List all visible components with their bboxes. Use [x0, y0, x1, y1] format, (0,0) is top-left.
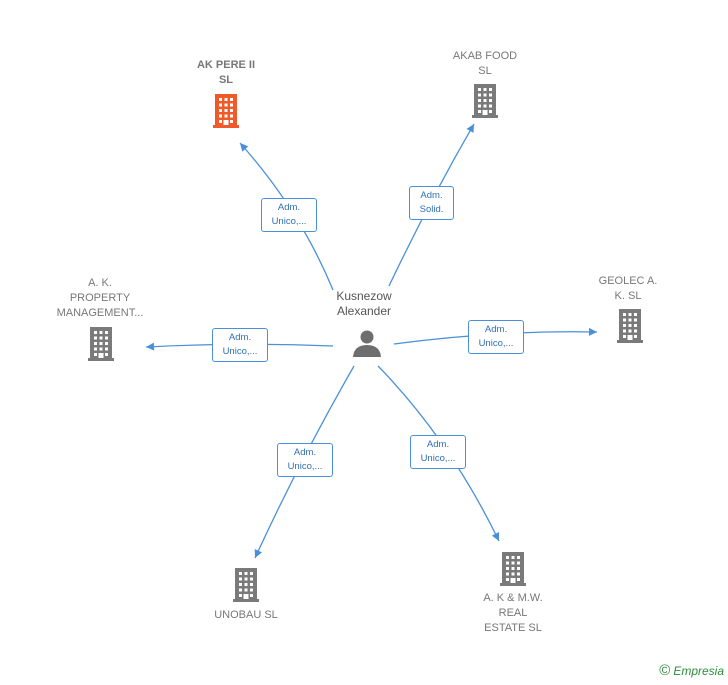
brand-name: Empresia — [673, 664, 724, 678]
role-label-akmw[interactable]: Adm. Unico,... — [410, 435, 466, 469]
building-icon[interactable] — [233, 568, 259, 602]
building-icon[interactable] — [472, 84, 498, 118]
arrow-unobau — [254, 549, 262, 558]
company-label-ak-property[interactable]: A. K. PROPERTY MANAGEMENT... — [56, 277, 144, 319]
company-label-unobau[interactable]: UNOBAU SL — [214, 609, 278, 621]
company-label-akmw[interactable]: A. K & M.W. REAL ESTATE SL — [483, 592, 543, 634]
building-icon[interactable] — [213, 94, 239, 128]
role-label-ak-pere[interactable]: Adm. Unico,... — [261, 198, 317, 232]
building-icon[interactable] — [88, 327, 114, 361]
arrow-ak-pere — [240, 143, 249, 152]
company-label-ak-pere[interactable]: AK PERE II SL — [196, 59, 256, 86]
building-icon[interactable] — [500, 552, 526, 586]
role-label-akab-food[interactable]: Adm. Solid. — [409, 186, 454, 220]
role-label-unobau[interactable]: Adm. Unico,... — [277, 443, 333, 477]
center-person-name[interactable]: Kusnezow Alexander — [336, 289, 392, 318]
arrow-geolec — [588, 327, 597, 336]
empresia-brand: ©Empresia — [659, 662, 724, 679]
building-icon[interactable] — [617, 309, 643, 343]
arrow-akmw — [491, 532, 500, 541]
person-icon[interactable] — [353, 330, 381, 358]
company-label-akab-food[interactable]: AKAB FOOD SL — [452, 50, 518, 77]
company-label-geolec[interactable]: GEOLEC A. K. SL — [598, 275, 658, 302]
copyright-icon: © — [659, 662, 671, 679]
role-label-ak-property[interactable]: Adm. Unico,... — [212, 328, 268, 362]
role-label-geolec[interactable]: Adm. Unico,... — [468, 320, 524, 354]
arrow-ak-property — [146, 342, 155, 351]
arrow-akab-food — [466, 124, 474, 133]
